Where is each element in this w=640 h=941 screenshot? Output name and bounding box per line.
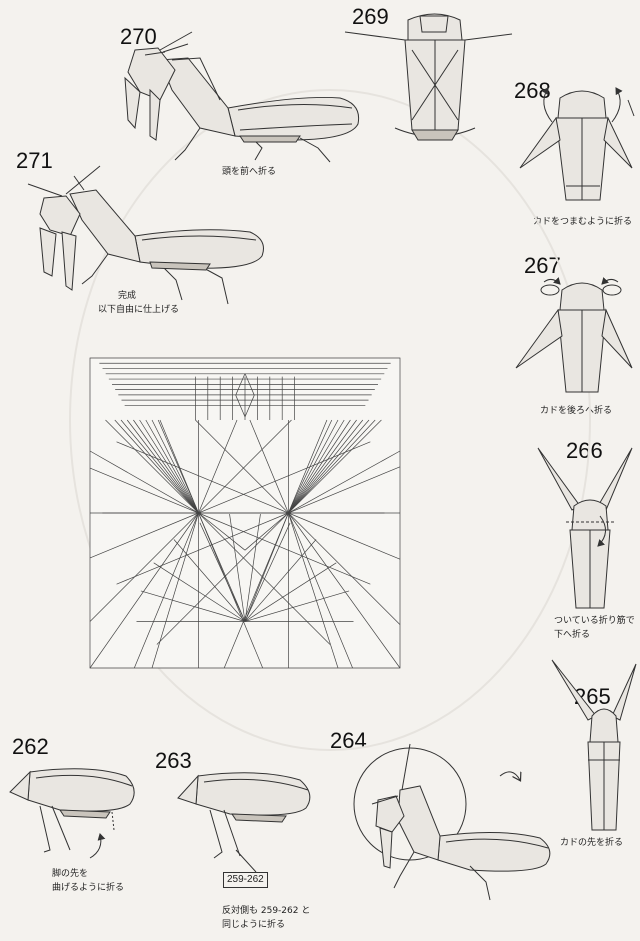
step-number-268: 268 <box>514 78 551 103</box>
caption-266-line1: ついている折り筋で <box>554 616 635 626</box>
step-number-264: 264 <box>330 728 367 753</box>
crease-line <box>127 420 198 513</box>
caption-268: カドをつまむように折る <box>533 217 633 227</box>
crease-line <box>90 513 199 622</box>
caption-262-line2: 曲げるように折る <box>52 883 125 893</box>
crease-line <box>288 513 400 625</box>
figure-262 <box>10 769 134 858</box>
crease-line <box>245 374 254 396</box>
crease-line <box>152 513 199 668</box>
reference-box-263: 259-262 <box>223 872 268 888</box>
crease-line <box>245 523 290 622</box>
figure-265 <box>552 660 636 830</box>
crease-line <box>90 451 199 513</box>
figure-270 <box>125 32 359 162</box>
crease-line <box>154 563 245 622</box>
crease-line <box>90 513 199 558</box>
crease-line <box>174 540 245 622</box>
figure-268 <box>520 87 634 200</box>
crease-line <box>288 420 338 513</box>
crease-line <box>288 451 400 513</box>
crease-line <box>152 420 199 513</box>
crease-line <box>288 420 327 513</box>
crease-line <box>245 395 254 417</box>
crease-line <box>288 420 331 513</box>
crease-line <box>200 523 245 622</box>
caption-271-line2: 以下自由に仕上げる <box>98 305 180 315</box>
crease-line <box>199 513 371 584</box>
step-number-266: 266 <box>566 438 603 463</box>
crease-line <box>236 374 245 396</box>
crease-line <box>141 591 245 622</box>
crease-line <box>288 513 352 668</box>
caption-270: 頭を前へ折る <box>222 167 277 177</box>
crease-line <box>195 420 288 513</box>
crease-line <box>288 420 375 513</box>
crease-line <box>245 591 349 622</box>
caption-263-line1: 反対側も 259-262 と <box>222 906 311 916</box>
crease-line <box>288 467 400 513</box>
caption-262-line1: 脚の先を <box>52 869 89 879</box>
crease-line <box>140 420 199 513</box>
crease-pattern <box>90 358 400 668</box>
crease-line <box>288 420 381 513</box>
step-number-263: 263 <box>155 748 192 773</box>
crease-line <box>90 513 199 668</box>
figure-266 <box>538 448 632 608</box>
caption-271-line1: 完成 <box>118 291 137 301</box>
figure-264 <box>353 744 550 900</box>
crease-line <box>199 420 238 513</box>
crease-line <box>288 513 400 668</box>
crease-line <box>106 420 199 513</box>
caption-265: カドの先を折る <box>560 838 624 848</box>
step-number-269: 269 <box>352 4 389 29</box>
crease-line <box>236 395 245 417</box>
crease-line <box>157 513 289 645</box>
crease-line <box>245 513 288 622</box>
crease-line <box>199 513 246 550</box>
crease-line <box>245 514 260 621</box>
caption-267: カドを後ろへ折る <box>540 406 613 416</box>
crease-line <box>199 513 246 622</box>
crease-line <box>288 513 338 668</box>
crease-line <box>146 420 199 513</box>
caption-266-line2: 下へ折る <box>554 630 591 640</box>
figure-269 <box>345 14 512 140</box>
crease-line <box>117 513 289 584</box>
crease-line <box>115 420 199 513</box>
step-number-270: 270 <box>120 24 157 49</box>
crease-line <box>245 540 316 622</box>
crease-line <box>90 468 199 513</box>
crease-line <box>288 420 369 513</box>
crease-line <box>230 514 245 621</box>
crease-line <box>288 513 400 559</box>
step-number-271: 271 <box>16 148 53 173</box>
caption-263-line2: 同じように折る <box>222 920 286 930</box>
crease-line <box>134 513 198 668</box>
crease-line <box>199 442 371 513</box>
crease-line <box>288 420 362 513</box>
crease-line <box>245 563 336 622</box>
figure-267 <box>516 276 632 392</box>
crease-line <box>133 420 198 513</box>
crease-line <box>288 420 344 513</box>
figure-271 <box>28 166 264 304</box>
step-number-267: 267 <box>524 253 561 278</box>
step-number-262: 262 <box>12 734 49 759</box>
figure-263 <box>178 773 310 872</box>
crease-line <box>250 420 289 513</box>
crease-line <box>288 420 356 513</box>
crease-line <box>245 513 288 550</box>
crease-line <box>121 420 199 513</box>
crease-line <box>158 420 198 513</box>
crease-line <box>288 420 350 513</box>
crease-line <box>199 420 292 513</box>
